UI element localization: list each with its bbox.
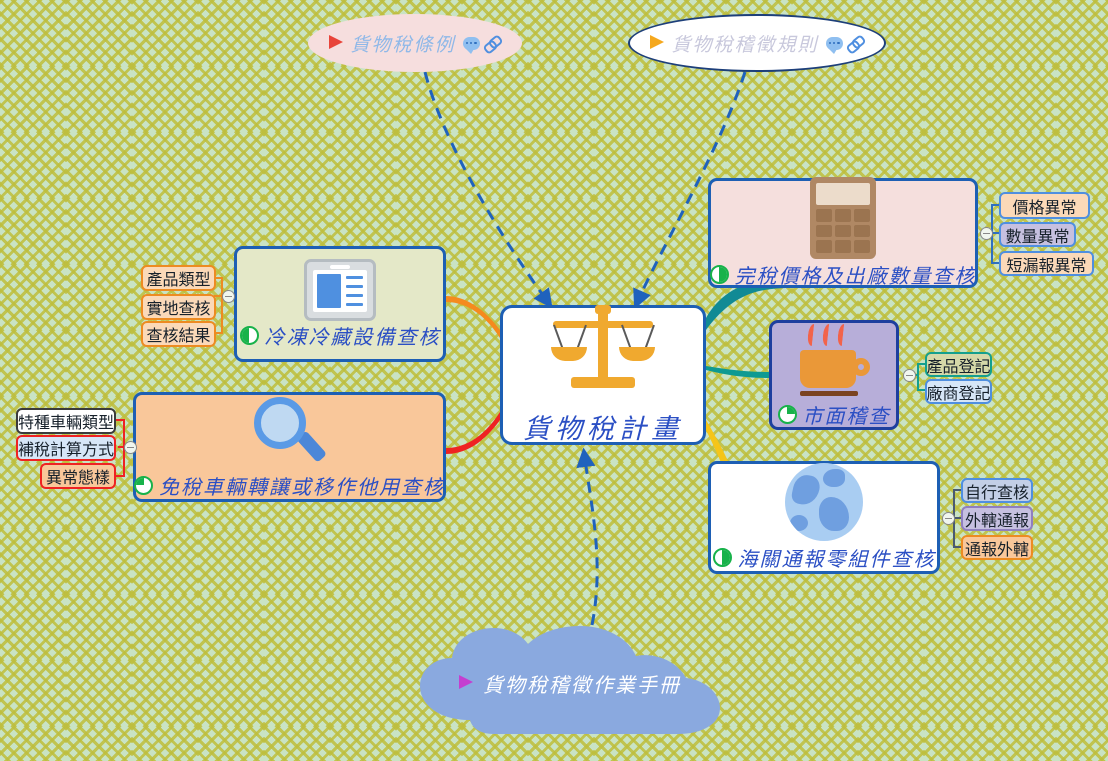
dashed-arrow-act (423, 71, 553, 309)
flag-icon (650, 35, 665, 49)
callout-text-act: 貨物稅條例 (350, 34, 456, 56)
subitem-dutypaid-1[interactable]: 數量異常 (999, 222, 1076, 247)
comment-bubble-icon[interactable] (825, 36, 843, 54)
collapse-toggle-refrigeration[interactable] (222, 290, 235, 303)
progress-pie-icon (712, 548, 732, 567)
dashed-arrow-rules (633, 71, 747, 310)
coffee-cup-icon (792, 322, 876, 400)
calculator-icon (810, 177, 876, 259)
callout-text-manual: 貨物稅稽徵作業手冊 (483, 674, 681, 697)
branch-node-vehicle[interactable]: 免稅車輛轉讓或移作他用查核 (133, 392, 446, 502)
branch-title-refrigeration: 冷凍冷藏設備查核 (239, 321, 441, 350)
central-node-title: 貨物稅計畫 (523, 413, 683, 444)
flag-icon (329, 35, 344, 49)
progress-pie-icon (239, 325, 259, 345)
subitem-customs-1[interactable]: 外轄通報 (961, 506, 1033, 531)
subitem-market-1[interactable]: 廠商登記 (925, 379, 992, 404)
subitem-vehicle-1[interactable]: 補稅計算方式 (16, 435, 116, 461)
subitem-vehicle-2[interactable]: 異常態樣 (40, 463, 116, 489)
subitem-refrigeration-1[interactable]: 實地查核 (141, 294, 216, 320)
branch-node-market[interactable]: 市面稽查 (769, 320, 899, 430)
callout-operations-manual[interactable]: 貨物稅稽徵作業手冊 (410, 624, 730, 742)
hyperlink-icon[interactable] (844, 33, 867, 55)
subitem-dutypaid-2[interactable]: 短漏報異常 (999, 251, 1094, 276)
magnifier-icon (248, 395, 332, 475)
central-node[interactable]: 貨物稅計畫 (500, 304, 706, 445)
flag-icon (459, 675, 473, 689)
subitem-refrigeration-2[interactable]: 查核結果 (141, 321, 216, 347)
subitem-customs-0[interactable]: 自行查核 (961, 478, 1033, 503)
branch-title-customs: 海關通報零組件查核 (712, 543, 936, 572)
subitem-vehicle-0[interactable]: 特種車輛類型 (16, 408, 116, 434)
branch-title-market: 市面稽查 (777, 400, 891, 429)
globe-icon (785, 463, 863, 541)
collapse-toggle-vehicle[interactable] (124, 441, 137, 454)
comment-bubble-icon[interactable] (462, 36, 480, 54)
progress-pie-icon (777, 404, 797, 424)
subitem-customs-2[interactable]: 通報外轄 (961, 535, 1033, 560)
callout-collection-rules[interactable]: 貨物稅稽徵規則 (628, 14, 886, 72)
subitem-refrigeration-0[interactable]: 產品類型 (141, 265, 216, 291)
display-monitor-icon (304, 258, 376, 321)
branch-title-dutypaid: 完稅價格及出廠數量查核 (709, 260, 977, 289)
subitem-dutypaid-0[interactable]: 價格異常 (999, 192, 1090, 219)
callout-icons-act (462, 33, 504, 55)
dashed-arrow-manual (576, 447, 599, 626)
branch-node-refrigeration[interactable]: 冷凍冷藏設備查核 (234, 246, 446, 362)
callout-text-rules: 貨物稅稽徵規則 (671, 34, 819, 56)
edge-tax-free-vehicle (446, 412, 500, 454)
progress-pie-icon (134, 475, 153, 495)
subedges-refrigeration (214, 277, 228, 334)
edge-market-inspection (706, 366, 770, 378)
callout-icons-rules (825, 33, 867, 55)
collapse-toggle-dutypaid[interactable] (980, 227, 993, 240)
collapse-toggle-market[interactable] (903, 369, 916, 382)
cloud-shape (420, 626, 720, 734)
progress-pie-icon (709, 265, 729, 284)
branch-node-customs[interactable]: 海關通報零組件查核 (708, 461, 940, 574)
branch-node-dutypaid[interactable]: 完稅價格及出廠數量查核 (708, 177, 978, 289)
edge-refrigeration (446, 296, 500, 338)
collapse-toggle-customs[interactable] (942, 512, 955, 525)
branch-title-vehicle: 免稅車輛轉讓或移作他用查核 (134, 471, 445, 500)
callout-excise-tax-act[interactable]: 貨物稅條例 (308, 14, 522, 72)
subitem-market-0[interactable]: 產品登記 (925, 352, 992, 377)
hyperlink-icon[interactable] (481, 33, 504, 55)
balance-scales-icon (551, 304, 655, 397)
